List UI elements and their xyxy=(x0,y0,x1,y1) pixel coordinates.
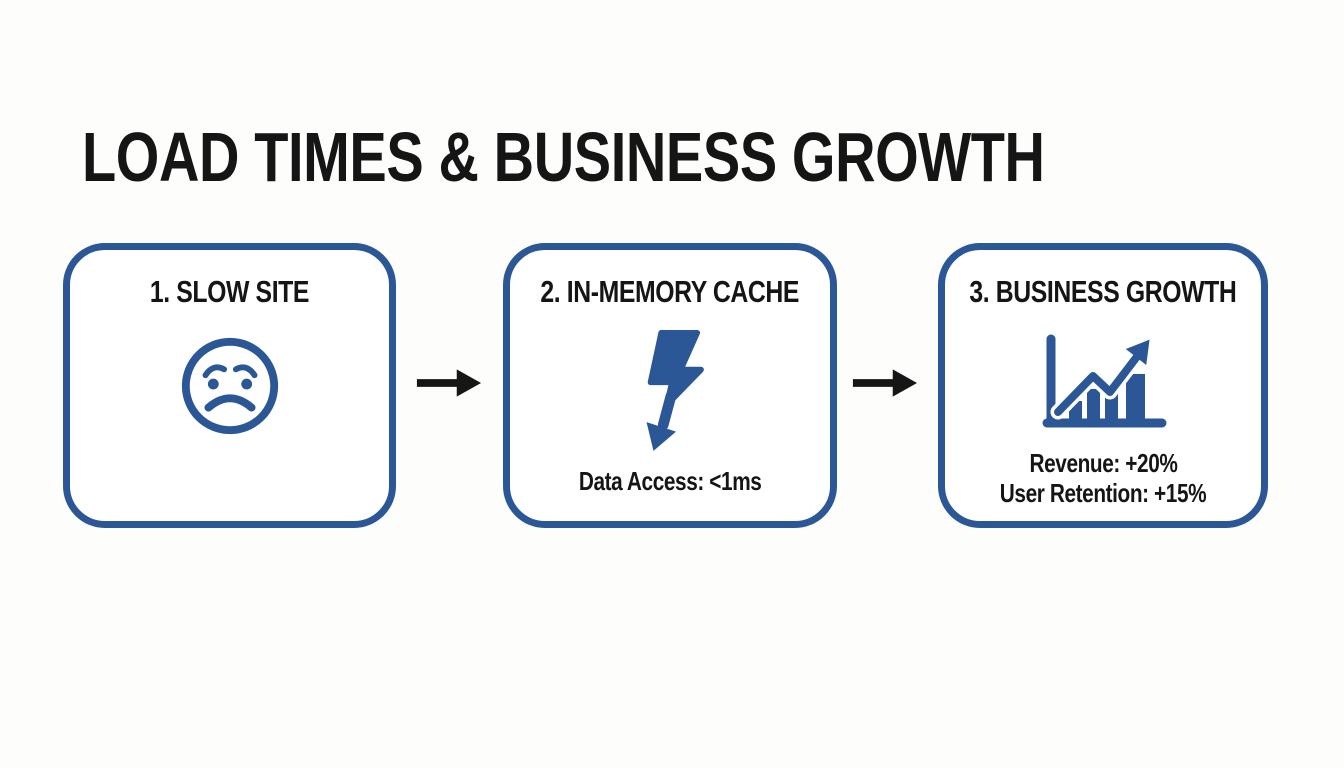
metric-line: Revenue: +20% xyxy=(1028,448,1177,478)
step-heading: 3. BUSINESS GROWTH xyxy=(969,274,1237,309)
step-heading: 2. IN-MEMORY CACHE xyxy=(540,274,800,309)
right-arrow-icon xyxy=(850,363,920,403)
step-card-in-memory-cache: 2. IN-MEMORY CACHE Data Access: <1ms xyxy=(503,243,837,528)
lightning-bolt-icon xyxy=(620,328,720,454)
right-arrow-icon xyxy=(414,363,484,403)
metric-line: User Retention: +15% xyxy=(999,478,1207,508)
step-card-business-growth: 3. BUSINESS GROWTH Revenue: +20% User Re… xyxy=(938,243,1268,528)
page-title-text: LOAD TIMES & BUSINESS GROWTH xyxy=(82,118,1045,196)
step-metrics: Revenue: +20% User Retention: +15% xyxy=(974,448,1232,508)
sad-face-icon xyxy=(176,332,284,440)
step-heading: 1. SLOW SITE xyxy=(149,274,310,309)
step-card-slow-site: 1. SLOW SITE xyxy=(63,243,396,528)
step-metrics: Data Access: <1ms xyxy=(556,466,784,496)
page-title: LOAD TIMES & BUSINESS GROWTH xyxy=(82,122,1285,192)
growth-chart-icon xyxy=(1038,332,1168,432)
metric-line: Data Access: <1ms xyxy=(578,466,762,496)
